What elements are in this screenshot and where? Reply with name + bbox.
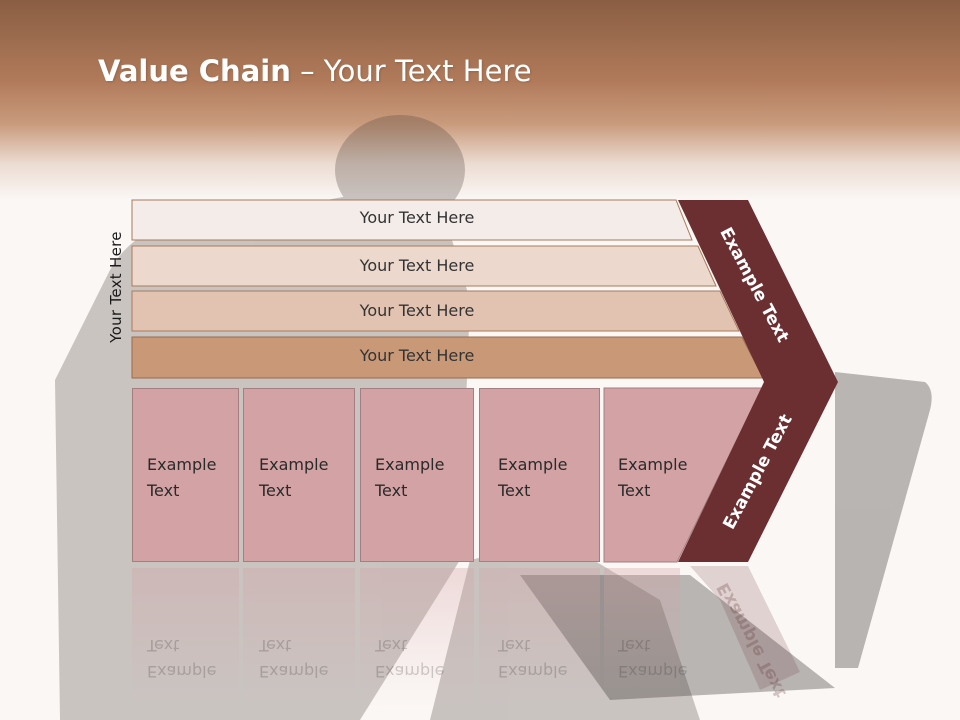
- primary-activity-box-2: [243, 388, 355, 562]
- primary-box-label: Example Text: [259, 455, 329, 500]
- primary-box-label: Example Text: [147, 455, 217, 500]
- primary-last-trapezoid: [603, 387, 763, 563]
- box-reflection-text: Example Text: [147, 636, 217, 681]
- box-reflection-text: Example Text: [259, 636, 329, 681]
- primary-activity-box-4: [479, 388, 600, 562]
- box-reflection: [360, 568, 474, 708]
- slide-title: Value Chain – Your Text Here: [98, 54, 532, 88]
- support-row-label: Your Text Here: [359, 301, 475, 320]
- primary-box-label: Example Text: [618, 455, 688, 500]
- margin-chevron-reflection: [678, 566, 800, 690]
- support-row-label: Your Text Here: [359, 346, 475, 365]
- primary-activity-box-3: [360, 388, 474, 562]
- support-row-label: Your Text Here: [359, 208, 475, 227]
- box-reflection: [132, 568, 239, 708]
- title-rest-part: – Your Text Here: [290, 54, 532, 88]
- title-bold-part: Value Chain: [98, 54, 291, 88]
- support-row-1: [131, 199, 693, 241]
- margin-chevron: [678, 200, 838, 562]
- box-reflection-text: Example Text: [498, 636, 568, 681]
- box-reflection-text: Example Text: [618, 636, 688, 681]
- header-gradient-band: [0, 0, 960, 200]
- box-reflection: [479, 568, 600, 708]
- box-reflection: [243, 568, 355, 708]
- support-row-3: [131, 290, 740, 332]
- primary-activity-box-1: [132, 388, 239, 562]
- box-reflection: [604, 568, 680, 708]
- primary-box-label: Example Text: [498, 455, 568, 500]
- support-row-label: Your Text Here: [359, 256, 475, 275]
- support-row-2: [131, 245, 717, 287]
- box-reflection-text: Example Text: [375, 636, 445, 681]
- primary-box-label: Example Text: [375, 455, 445, 500]
